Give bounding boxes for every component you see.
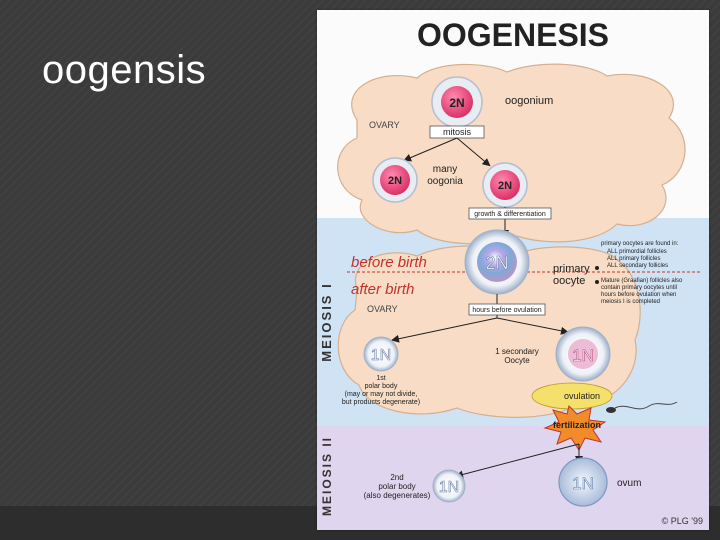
growth-label: growth & differentiation xyxy=(474,211,546,218)
many-oogonia-label-1: many xyxy=(433,164,457,175)
note-primary-1: primary oocytes are found in: xyxy=(601,241,679,247)
polar2-label-3: (also degenerates) xyxy=(364,491,431,500)
meiosis-2-band xyxy=(317,426,709,530)
primary-oocyte-nucleus xyxy=(477,242,517,282)
note-mature-3: hours before ovulation when xyxy=(601,292,676,298)
note-primary-4: ALL secondary follicles xyxy=(607,263,668,269)
ovum-label: ovum xyxy=(617,478,641,489)
copyright-label: © PLG '99 xyxy=(662,516,703,526)
polar-body-2-ploidy: 1N xyxy=(439,479,459,496)
oogonium-ploidy: 2N xyxy=(449,96,464,110)
diagram-svg: OOGENESIS 2N oogonium OVARY mitosis 2N 2… xyxy=(317,17,709,530)
polar-body-1-ploidy: 1N xyxy=(371,347,391,364)
ovary-cloud-upper xyxy=(337,63,686,245)
polar1-label-4: but products degenerate) xyxy=(342,399,420,406)
many-oogonia-label-2: oogonia xyxy=(427,176,463,187)
after-birth-label: after birth xyxy=(351,281,414,298)
primary-oocyte-label-1: primary xyxy=(553,263,590,275)
note-primary-3: ALL primary follicles xyxy=(607,256,660,262)
secondary-label-2: Oocyte xyxy=(504,356,530,365)
slide-title: oogensis xyxy=(42,48,207,92)
ovary-cloud-lower xyxy=(337,245,641,418)
ovary-label-top: OVARY xyxy=(369,120,400,130)
oogonia-left-ploidy: 2N xyxy=(388,175,402,187)
arrow-to-polar1 xyxy=(391,317,498,343)
fertilization-label: fertilization xyxy=(553,420,601,430)
sperm-tail xyxy=(614,401,678,410)
primary-oocyte-ploidy: 2N xyxy=(485,253,508,273)
oogonia-nucleus-left xyxy=(380,165,410,195)
secondary-oocyte-ploidy: 1N xyxy=(572,346,594,365)
primary-oocyte-label-2: oocyte xyxy=(553,275,585,287)
mitosis-label: mitosis xyxy=(443,127,472,137)
arrow-mitosis-left xyxy=(403,137,458,162)
arrow-mitosis-right xyxy=(456,137,491,167)
oogonia-nucleus-right xyxy=(490,170,520,200)
secondary-label-1: 1 secondary xyxy=(495,347,539,356)
secondary-oocyte-nucleus xyxy=(568,339,598,369)
arrow-to-polar2 xyxy=(455,443,580,479)
ovum-cell xyxy=(558,457,608,507)
oogenesis-diagram: OOGENESIS 2N oogonium OVARY mitosis 2N 2… xyxy=(317,10,709,530)
before-birth-label: before birth xyxy=(351,254,427,271)
polar2-label-1: 2nd xyxy=(390,473,403,482)
note-primary-2: ALL primordial follicles xyxy=(607,249,667,255)
polar-body-1-cell xyxy=(363,336,399,372)
oogonia-right-ploidy: 2N xyxy=(498,180,512,192)
polar1-label-2: polar body xyxy=(365,383,398,390)
meiosis-2-label: MEIOSIS II xyxy=(320,436,334,516)
hours-box xyxy=(468,303,546,316)
meiosis-1-label: MEIOSIS I xyxy=(319,282,334,361)
ovum-ploidy: 1N xyxy=(572,474,594,493)
diagram-title: OOGENESIS xyxy=(417,17,609,53)
oogonium-label: oogonium xyxy=(505,95,553,107)
ovary-label-mid: OVARY xyxy=(367,304,398,314)
polar-body-2-cell xyxy=(432,469,466,503)
polar1-label-3: (may or may not divide, xyxy=(345,391,418,398)
ovulation-label: ovulation xyxy=(564,391,600,401)
polar2-label-2: polar body xyxy=(378,482,415,491)
bullet-dot-1 xyxy=(595,266,599,270)
growth-box xyxy=(468,207,552,220)
hours-label: hours before ovulation xyxy=(472,307,541,314)
arrow-to-secondary xyxy=(496,317,569,335)
sperm-head-icon xyxy=(606,407,616,413)
oogonium-nucleus xyxy=(441,86,473,118)
polar1-label-1: 1st xyxy=(376,375,385,382)
bullet-dot-2 xyxy=(595,280,599,284)
note-mature-4: meiosis I is completed xyxy=(601,299,660,305)
note-mature-2: contain primary oocytes until xyxy=(601,285,677,291)
note-mature-1: Mature (Graafian) follicles also xyxy=(601,278,683,284)
